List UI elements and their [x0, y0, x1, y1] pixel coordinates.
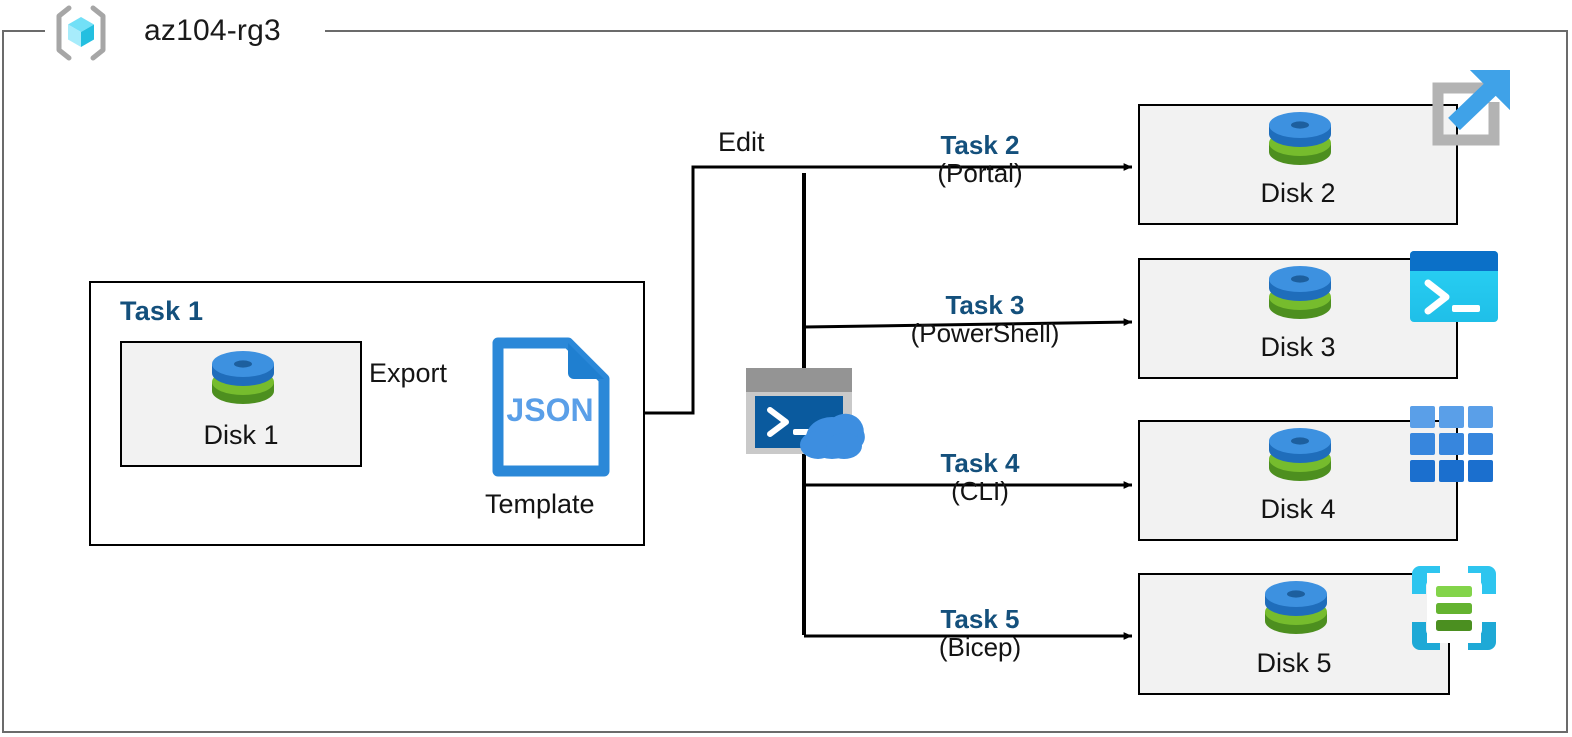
task4-title: Task 4: [940, 448, 1020, 478]
task5-method: (Bicep): [938, 632, 1022, 663]
disk2-box: Disk 2: [1138, 104, 1458, 225]
bicep-icon: [1406, 560, 1502, 656]
disk5-label: Disk 5: [1256, 648, 1332, 678]
svg-text:JSON: JSON: [506, 392, 593, 428]
disk3-box: Disk 3: [1138, 258, 1458, 379]
task3-method: (PowerShell): [910, 318, 1060, 349]
task2-method: (Portal): [937, 158, 1023, 189]
managed-disk-icon: [1262, 428, 1338, 490]
disk1-box: Disk 1: [120, 341, 362, 467]
azure-portal-icon: [1408, 62, 1520, 174]
resource-group-frame: [2, 30, 1568, 733]
task3-edge-label: Task 3 (PowerShell): [880, 290, 1090, 349]
task5-edge-label: Task 5 (Bicep): [880, 604, 1080, 663]
managed-disk-icon: [1262, 112, 1338, 174]
disk4-label: Disk 4: [1260, 494, 1336, 524]
disk5-box: Disk 5: [1138, 573, 1450, 695]
disk4-box: Disk 4: [1138, 420, 1458, 541]
template-label: Template: [485, 489, 595, 519]
powershell-icon: [1408, 249, 1500, 324]
resource-group-name: az104-rg3: [144, 14, 281, 47]
task5-title: Task 5: [940, 604, 1020, 634]
json-file-icon: JSON: [492, 337, 610, 477]
managed-disk-icon: [1258, 581, 1334, 643]
task4-edge-label: Task 4 (CLI): [880, 448, 1080, 507]
task4-method: (CLI): [951, 476, 1009, 507]
managed-disk-icon: [205, 351, 281, 413]
disk3-label: Disk 3: [1260, 332, 1336, 362]
edit-label: Edit: [718, 127, 765, 157]
azure-cli-icon: [1408, 404, 1496, 486]
export-label: Export: [369, 358, 448, 388]
azure-resource-group-icon: [52, 4, 110, 62]
task2-title: Task 2: [940, 130, 1020, 160]
disk1-label: Disk 1: [203, 420, 279, 450]
task1-title: Task 1: [120, 296, 204, 326]
task3-title: Task 3: [945, 290, 1025, 320]
task2-edge-label: Task 2 (Portal): [880, 130, 1080, 189]
managed-disk-icon: [1262, 266, 1338, 328]
disk2-label: Disk 2: [1260, 178, 1336, 208]
cloud-shell-icon: [744, 366, 866, 460]
